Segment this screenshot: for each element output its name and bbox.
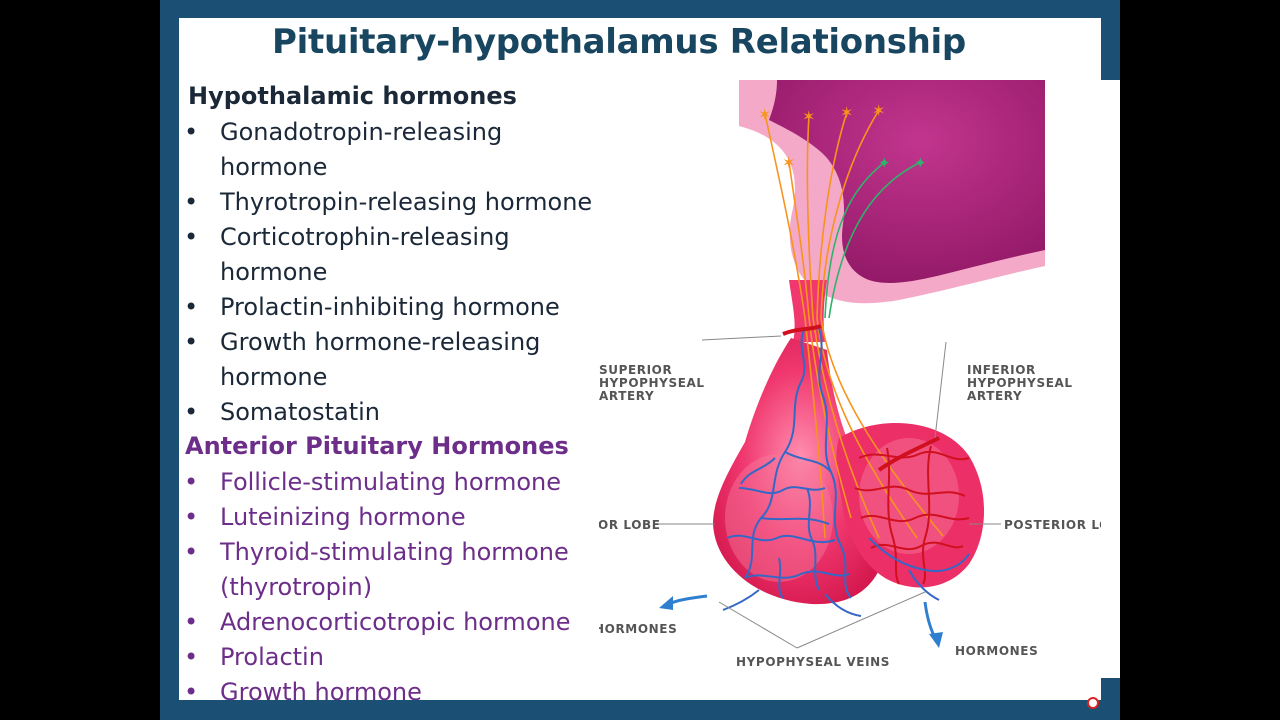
slide-frame: Pituitary-hypothalamus Relationship Hypo… bbox=[160, 0, 1120, 720]
portal-vessels bbox=[722, 327, 862, 617]
label-superior-1: SUPERIOR bbox=[599, 363, 672, 377]
bullet-dot: • bbox=[184, 188, 199, 216]
neuron-bodies: ✶ ✶ ✶ ✶ ✶ ✦ ✦ bbox=[758, 101, 927, 172]
list-item-text: Prolactin-inhibiting hormone bbox=[220, 293, 560, 321]
label-hypophyseal-veins: HYPOPHYSEAL VEINS bbox=[736, 655, 890, 669]
bullet-dot: • bbox=[184, 678, 199, 700]
list-item: • Follicle-stimulating hormone bbox=[179, 465, 570, 500]
hormone-arrow-right bbox=[923, 601, 937, 639]
list-item: • Corticotrophin-releasing hormone bbox=[179, 220, 592, 290]
list-item-text: Growth hormone bbox=[220, 678, 422, 700]
list-item-text-cont: (thyrotropin) bbox=[220, 573, 373, 601]
list-item: • Adrenocorticotropic hormone bbox=[179, 605, 570, 640]
list-item-text: Adrenocorticotropic hormone bbox=[220, 608, 571, 636]
label-superior-3: ARTERY bbox=[599, 389, 654, 403]
list-item-text: Gonadotropin-releasing bbox=[220, 118, 503, 146]
svg-text:✦: ✦ bbox=[914, 154, 927, 172]
hypothalamic-heading: Hypothalamic hormones bbox=[188, 82, 517, 110]
arrowhead-right-icon bbox=[929, 632, 943, 648]
slide-edge-strip bbox=[1101, 80, 1120, 678]
label-superior-2: HYPOPHYSEAL bbox=[599, 376, 705, 390]
bullet-dot: • bbox=[184, 503, 199, 531]
hormone-arrow-left bbox=[668, 594, 708, 606]
hypothalamus-inner bbox=[769, 80, 1045, 283]
label-hormones-right: HORMONES bbox=[955, 644, 1038, 658]
list-item-text: Corticotrophin-releasing bbox=[220, 223, 510, 251]
label-inferior-3: ARTERY bbox=[967, 389, 1022, 403]
list-item-text-cont: hormone bbox=[220, 258, 328, 286]
list-item: • Prolactin-inhibiting hormone bbox=[179, 290, 592, 325]
list-item: • Growth hormone-releasing hormone bbox=[179, 325, 592, 395]
hypothalamic-hormones-list: Hypothalamic hormones • Gonadotropin-rele… bbox=[179, 80, 592, 430]
svg-text:✦: ✦ bbox=[878, 154, 891, 172]
bullet-dot: • bbox=[184, 608, 199, 636]
anterior-heading: Anterior Pituitary Hormones bbox=[185, 432, 569, 460]
anterior-lobe bbox=[713, 338, 889, 605]
arrowhead-left-icon bbox=[659, 596, 673, 610]
record-indicator-icon bbox=[1087, 697, 1099, 709]
list-item: • Prolactin bbox=[179, 640, 570, 675]
neuron-fibers bbox=[764, 109, 944, 539]
list-item-text: Thyrotropin-releasing hormone bbox=[220, 188, 593, 216]
label-inferior-1: INFERIOR bbox=[967, 363, 1036, 377]
pituitary-diagram: ✶ ✶ ✶ ✶ ✶ ✦ ✦ bbox=[599, 80, 1101, 669]
label-inferior-2: HYPOPHYSEAL bbox=[967, 376, 1073, 390]
bullet-dot: • bbox=[184, 643, 199, 671]
bullet-dot: • bbox=[184, 398, 199, 426]
list-item-text: Somatostatin bbox=[220, 398, 381, 426]
svg-text:✶: ✶ bbox=[802, 107, 815, 126]
label-hormones-left: HORMONES bbox=[599, 622, 677, 636]
list-item-text: Luteinizing hormone bbox=[220, 503, 466, 531]
leader-lines bbox=[659, 335, 1001, 649]
svg-text:✶: ✶ bbox=[782, 153, 795, 172]
svg-text:✶: ✶ bbox=[840, 103, 853, 122]
bullet-dot: • bbox=[184, 293, 199, 321]
svg-text:✶: ✶ bbox=[758, 105, 771, 124]
list-item-text: Growth hormone-releasing bbox=[220, 328, 541, 356]
label-anterior-lobe: ANTERIOR LOBE bbox=[599, 518, 661, 532]
list-item: • Luteinizing hormone bbox=[179, 500, 570, 535]
list-item-text: Prolactin bbox=[220, 643, 324, 671]
label-posterior-lobe: POSTERIOR LOBE bbox=[1004, 518, 1101, 532]
slide: Pituitary-hypothalamus Relationship Hypo… bbox=[179, 18, 1101, 700]
list-item: • Growth hormone bbox=[179, 675, 570, 700]
bullet-dot: • bbox=[184, 538, 199, 566]
anterior-pituitary-hormones-list: Anterior Pituitary Hormones • Follicle-st… bbox=[179, 430, 570, 700]
list-item: • Somatostatin bbox=[179, 395, 592, 430]
list-item-text: Thyroid-stimulating hormone bbox=[220, 538, 569, 566]
svg-text:✶: ✶ bbox=[872, 101, 885, 120]
inferior-hypophyseal-artery bbox=[877, 436, 940, 472]
list-item: • Gonadotropin-releasing hormone bbox=[179, 115, 592, 185]
list-item: • Thyroid-stimulating hormone (thyrotropin… bbox=[179, 535, 570, 605]
bullet-dot: • bbox=[184, 118, 199, 146]
slide-title: Pituitary-hypothalamus Relationship bbox=[272, 22, 966, 62]
bullet-dot: • bbox=[184, 328, 199, 356]
posterior-vessels bbox=[854, 445, 970, 601]
list-item-text: Follicle-stimulating hormone bbox=[220, 468, 562, 496]
bullet-dot: • bbox=[184, 468, 199, 496]
superior-hypophyseal-artery bbox=[782, 324, 822, 336]
list-item-text-cont: hormone bbox=[220, 153, 328, 181]
list-item-text-cont: hormone bbox=[220, 363, 328, 391]
list-item: • Thyrotropin-releasing hormone bbox=[179, 185, 592, 220]
bullet-dot: • bbox=[184, 223, 199, 251]
